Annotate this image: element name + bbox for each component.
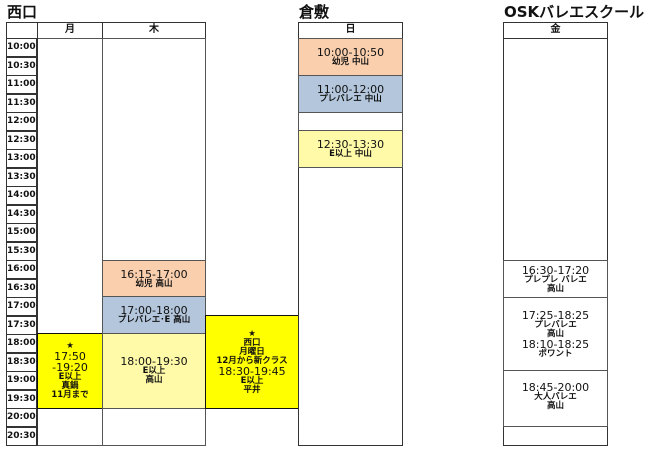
class-time: 11:00-12:00 bbox=[316, 83, 385, 96]
class-note: 11月まで bbox=[51, 390, 89, 400]
empty-slot bbox=[298, 112, 403, 131]
time-label: 18:00 bbox=[6, 334, 38, 353]
day-header-mon: 月 bbox=[37, 22, 103, 39]
class-time: 17:50 bbox=[54, 350, 86, 363]
class-desc: プレバレエ bbox=[534, 319, 577, 330]
class-time: 12:30-13:30 bbox=[316, 138, 385, 151]
class-block[interactable]: 17:25-18:25 プレバレエ 高山 18:10-18:25 ポワント bbox=[503, 297, 608, 371]
star-icon: ★ bbox=[66, 341, 74, 351]
class-note: 12月から新クラス bbox=[216, 355, 288, 366]
class-time: -19:20 bbox=[52, 361, 88, 374]
class-time: 18:45-20:00 bbox=[521, 381, 590, 394]
class-time: 18:30-19:45 bbox=[218, 364, 286, 378]
class-level: E以上 bbox=[58, 372, 82, 382]
time-label: 20:30 bbox=[6, 426, 38, 446]
class-time: 16:15-17:00 bbox=[120, 267, 188, 281]
class-block-new[interactable]: ★ 西口 月曜日 12月から新クラス 18:30-19:45 E以上 平井 bbox=[205, 315, 299, 409]
time-label: 20:00 bbox=[6, 408, 38, 427]
class-block[interactable]: 16:30-17:20 プレプレ バレエ 高山 bbox=[503, 260, 608, 298]
time-label: 19:00 bbox=[6, 371, 38, 390]
class-time: 17:00-18:00 bbox=[120, 304, 188, 317]
time-label: 14:30 bbox=[6, 204, 38, 224]
time-label: 17:00 bbox=[6, 297, 38, 316]
class-day: 月曜日 bbox=[239, 346, 265, 357]
time-label: 16:30 bbox=[6, 278, 38, 298]
section-title-nishiguchi: 西口 bbox=[7, 3, 38, 21]
class-time: 17:25-18:25 bbox=[521, 308, 590, 322]
time-label: 13:30 bbox=[6, 167, 38, 187]
class-desc: 幼児 中山 bbox=[332, 57, 369, 67]
class-desc: 大人バレエ bbox=[534, 392, 577, 402]
class-time: 10:00-10:50 bbox=[316, 46, 385, 59]
class-teacher: 高山 bbox=[546, 328, 564, 339]
class-location: 西口 bbox=[243, 337, 261, 348]
section-title-kurashiki: 倉敷 bbox=[299, 3, 330, 21]
section-title-osk: OSKバレエスクール bbox=[504, 3, 645, 21]
class-desc: プレプレ バレエ bbox=[524, 274, 587, 285]
class-block[interactable]: 18:00-19:30 E以上 高山 bbox=[102, 333, 206, 409]
class-teacher: 真鍋 bbox=[61, 381, 79, 391]
class-desc: プレバレエ･E 高山 bbox=[117, 315, 191, 325]
time-label: 10:00 bbox=[6, 38, 38, 57]
time-label: 11:30 bbox=[6, 93, 38, 113]
time-label: 12:00 bbox=[6, 112, 38, 131]
fri-column bbox=[503, 38, 608, 446]
class-teacher: 高山 bbox=[546, 283, 564, 294]
class-teacher: 高山 bbox=[546, 401, 564, 411]
class-time: 18:00-19:30 bbox=[120, 355, 188, 368]
day-header-fri: 金 bbox=[503, 22, 608, 39]
time-label: 17:30 bbox=[6, 315, 38, 335]
star-icon: ★ bbox=[248, 328, 256, 339]
time-label: 16:00 bbox=[6, 260, 38, 279]
class-teacher: 平井 bbox=[243, 384, 261, 395]
time-label: 15:30 bbox=[6, 241, 38, 261]
class-level: E以上 bbox=[240, 375, 264, 386]
time-label: 12:30 bbox=[6, 130, 38, 150]
time-label: 14:00 bbox=[6, 186, 38, 205]
class-desc: E以上 中山 bbox=[329, 149, 372, 159]
class-desc: 幼児 高山 bbox=[135, 278, 173, 289]
class-teacher: 高山 bbox=[145, 375, 163, 385]
time-label: 18:30 bbox=[6, 352, 38, 372]
day-header-sun: 日 bbox=[298, 22, 403, 39]
class-desc: プレバレエ 中山 bbox=[319, 94, 382, 104]
time-label: 11:00 bbox=[6, 75, 38, 94]
class-time: 16:30-17:20 bbox=[521, 263, 590, 277]
time-label: 15:00 bbox=[6, 223, 38, 242]
class-time: 18:10-18:25 bbox=[521, 337, 590, 351]
day-header-thu: 木 bbox=[102, 22, 206, 39]
time-label: 19:30 bbox=[6, 389, 38, 409]
class-desc: ポワント bbox=[538, 348, 573, 359]
class-level: E以上 bbox=[142, 366, 166, 376]
time-header bbox=[6, 22, 38, 39]
time-label: 10:30 bbox=[6, 56, 38, 76]
class-block[interactable]: ★ 17:50 -19:20 E以上 真鍋 11月まで bbox=[37, 333, 103, 409]
class-block[interactable]: 18:45-20:00 大人バレエ 高山 bbox=[503, 370, 608, 427]
time-label: 13:00 bbox=[6, 149, 38, 168]
